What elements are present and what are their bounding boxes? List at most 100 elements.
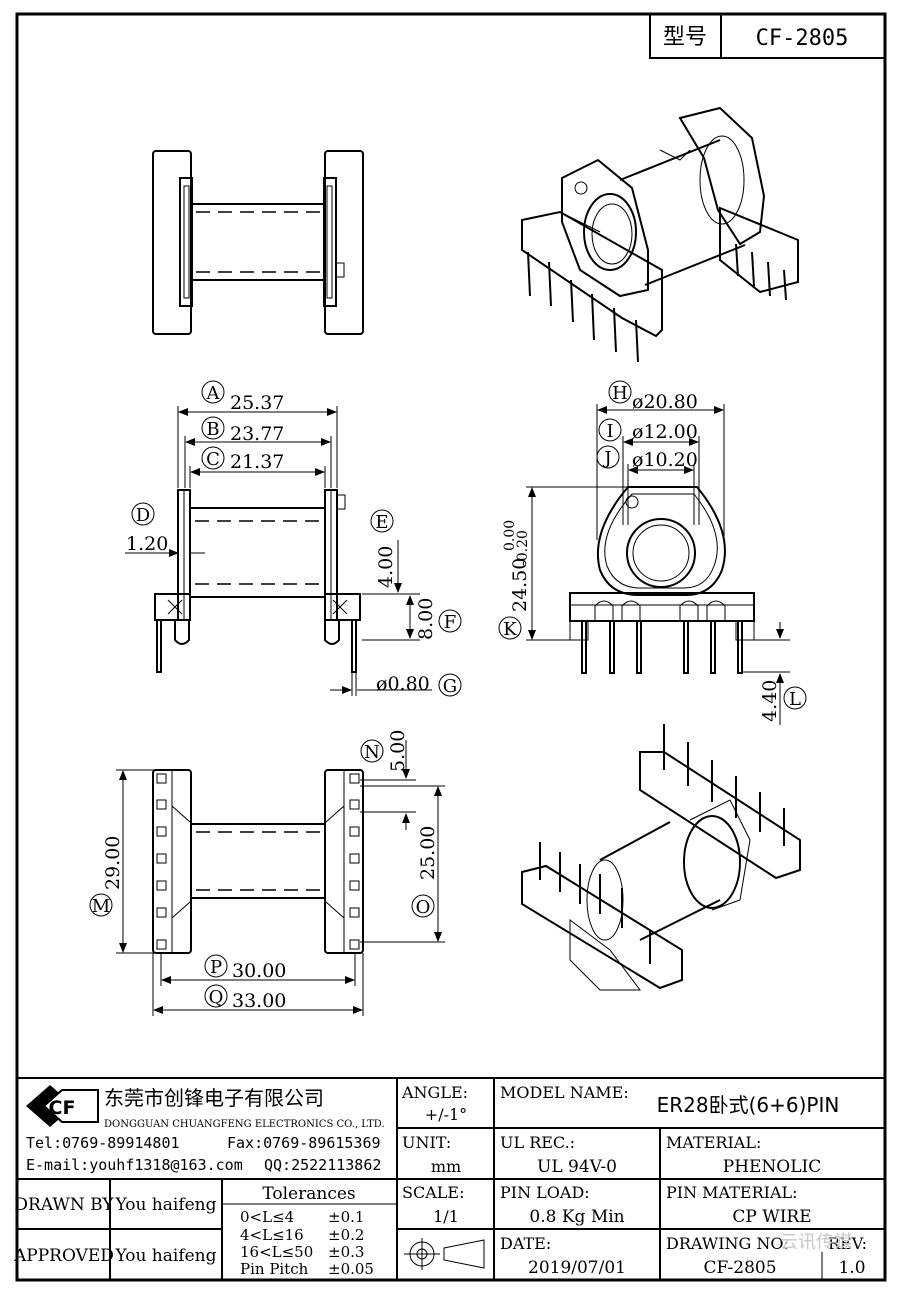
company-fax: Fax:0769-89615369 — [227, 1134, 381, 1152]
dim-o-value: 25.00 — [417, 826, 439, 880]
approved-label: APPROVED — [13, 1246, 114, 1266]
tolerance-range-4: Pin Pitch — [240, 1260, 309, 1278]
unit-label: UNIT: — [402, 1133, 451, 1152]
dim-f-letter: F — [444, 612, 457, 633]
dim-l-value: 4.40 — [759, 680, 781, 722]
dimension-f: 8.00 F — [362, 595, 462, 641]
tolerance-range-1: 0<L≤4 — [240, 1208, 294, 1226]
dimension-b: B 23.77 — [184, 416, 332, 488]
scale-value: 1/1 — [433, 1207, 459, 1226]
dim-l-letter: L — [789, 689, 801, 710]
dim-p-letter: P — [210, 957, 222, 978]
pin-material-label: PIN MATERIAL: — [666, 1183, 798, 1202]
dim-k-tol-lower: -0.20 — [515, 530, 531, 566]
company-qq: QQ:2522113862 — [264, 1156, 381, 1174]
pin-load-value: 0.8 Kg Min — [529, 1207, 624, 1227]
angle-value: +/-1° — [425, 1105, 467, 1124]
model-label: 型号 — [663, 25, 707, 50]
front-view-drawing — [154, 489, 361, 673]
angle-label: ANGLE: — [401, 1083, 468, 1102]
logo-text: CF — [49, 1097, 76, 1119]
dim-n-letter: N — [364, 742, 380, 763]
tolerance-range-2: 4<L≤16 — [240, 1226, 304, 1244]
company-name-cn: 东莞市创锋电子有限公司 — [104, 1086, 324, 1110]
dimension-c: C 21.37 — [189, 446, 326, 488]
dim-q-value: 33.00 — [232, 990, 286, 1012]
dim-i-value: ø12.00 — [632, 421, 698, 443]
plan-view-drawing — [152, 769, 364, 954]
header-model-box: 型号 CF-2805 — [649, 13, 886, 59]
material-label: MATERIAL: — [666, 1133, 761, 1152]
top-view-drawing — [152, 150, 364, 335]
drawn-by-value: You haifeng — [114, 1195, 216, 1215]
dim-b-letter: B — [206, 419, 219, 440]
tolerance-value-3: ±0.3 — [328, 1243, 364, 1261]
iso-view-bottom — [521, 724, 801, 991]
pin-material-value: CP WIRE — [732, 1207, 811, 1227]
model-value: CF-2805 — [756, 26, 849, 51]
dim-g-value: ø0.80 — [376, 673, 430, 695]
dim-e-letter: E — [375, 512, 388, 533]
approved-value: You haifeng — [114, 1246, 216, 1266]
tolerance-value-1: ±0.1 — [328, 1208, 364, 1226]
dimension-a: A 25.37 — [177, 380, 338, 488]
scale-label: SCALE: — [402, 1183, 464, 1202]
company-tel: Tel:0769-89914801 — [26, 1134, 180, 1152]
pin-load-label: PIN LOAD: — [500, 1183, 590, 1202]
dim-k-letter: K — [503, 619, 517, 640]
model-name-label: MODEL NAME: — [500, 1083, 629, 1102]
dim-j-value: ø10.20 — [632, 449, 698, 471]
dimension-p: P 30.00 — [160, 953, 356, 986]
dimension-e: E 4.00 — [362, 509, 420, 595]
dim-i-letter: I — [606, 421, 613, 442]
watermark: 云讯传媒 — [780, 1232, 852, 1253]
dim-k-tol-upper: 0.00 — [502, 520, 518, 551]
dim-k-value: 24.50 — [509, 558, 531, 612]
dimension-n: 5.00 N — [360, 730, 416, 830]
projection-symbol-icon — [404, 1238, 485, 1270]
border-frame — [15, 12, 887, 1282]
dim-b-value: 23.77 — [230, 423, 284, 445]
dimension-h: H ø20.80 — [596, 380, 725, 540]
company-logo: CF — [26, 1085, 99, 1127]
dim-m-value: 29.00 — [102, 836, 124, 890]
model-name-value: ER28卧式(6+6)PIN — [657, 1093, 840, 1117]
title-block: CF 东莞市创锋电子有限公司 DONGGUAN CHUANGFENG ELECT… — [13, 1077, 885, 1280]
dim-e-value: 4.00 — [375, 546, 397, 588]
ul-value: UL 94V-0 — [537, 1157, 617, 1177]
date-label: DATE: — [500, 1234, 551, 1253]
dimension-q: Q 33.00 — [152, 953, 364, 1016]
dim-q-letter: Q — [209, 987, 224, 1008]
unit-value: mm — [431, 1157, 461, 1176]
iso-view-top — [521, 106, 799, 363]
dimension-k: 24.50 0.00 -0.20 K — [498, 486, 628, 641]
company-email: E-mail:youhf1318@163.com — [26, 1156, 243, 1174]
dimension-l: 4.40 L — [742, 622, 807, 725]
date-value: 2019/07/01 — [528, 1258, 626, 1278]
rev-label: REV: — [828, 1234, 867, 1253]
tolerance-range-3: 16<L≤50 — [240, 1243, 313, 1261]
dimension-d: D 1.20 — [125, 502, 205, 557]
dimension-m: 29.00 M — [89, 769, 155, 954]
dim-f-value: 8.00 — [415, 598, 437, 640]
tolerance-value-4: ±0.05 — [328, 1260, 374, 1278]
dimension-j: J ø10.20 — [596, 445, 698, 525]
tolerances-title: Tolerances — [262, 1184, 355, 1204]
drawn-by-label: DRAWN BY — [14, 1195, 114, 1215]
dim-c-letter: C — [206, 449, 220, 470]
dimension-i: I ø12.00 — [598, 418, 700, 525]
dim-m-letter: M — [92, 896, 110, 917]
dim-g-letter: G — [443, 676, 457, 697]
dimension-g: ø0.80 G — [330, 672, 462, 697]
dim-n-value: 5.00 — [387, 730, 409, 772]
dim-p-value: 30.00 — [232, 960, 286, 982]
dim-d-value: 1.20 — [126, 533, 168, 555]
company-name-en: DONGGUAN CHUANGFENG ELECTRONICS CO., LTD… — [104, 1119, 385, 1130]
drawing-no-label: DRAWING NO: — [666, 1234, 789, 1253]
dim-o-letter: O — [416, 897, 431, 918]
drawing-no-value: CF-2805 — [703, 1258, 776, 1278]
end-view-drawing — [569, 486, 755, 674]
dimension-o: 25.00 O — [360, 785, 445, 943]
dim-h-value: ø20.80 — [632, 391, 698, 413]
tolerance-value-2: ±0.2 — [328, 1226, 364, 1244]
